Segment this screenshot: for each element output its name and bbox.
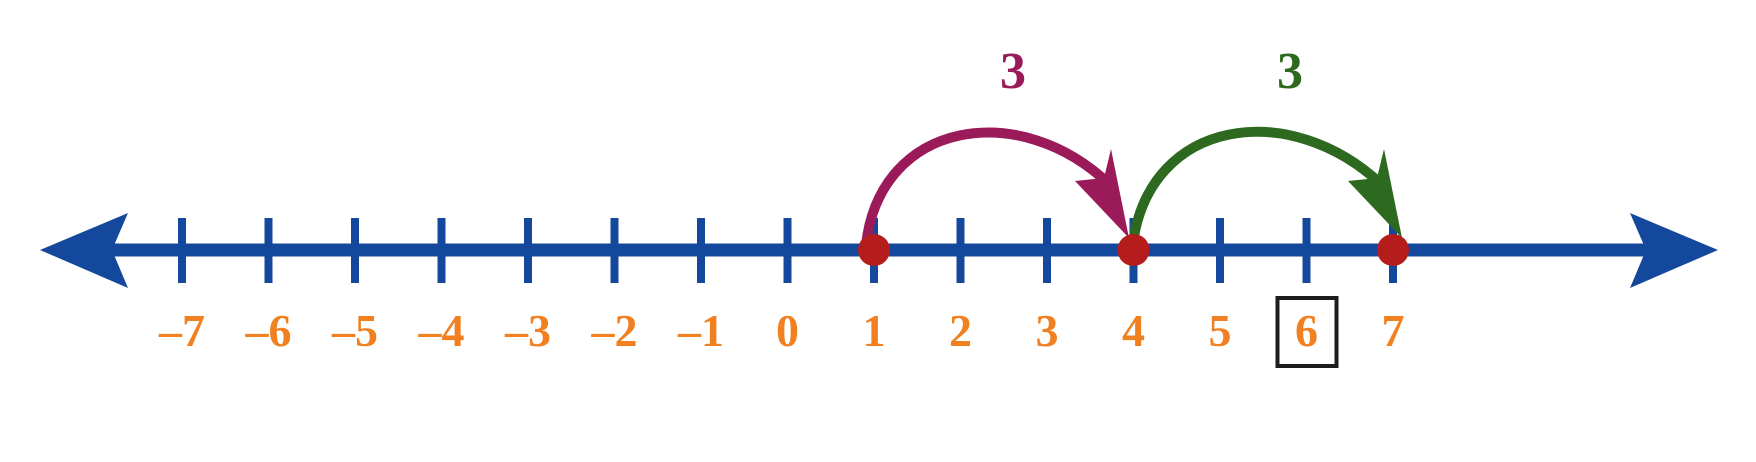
jump-arc-first bbox=[861, 127, 1115, 250]
tick-label-7: 7 bbox=[1381, 305, 1405, 356]
tick-label--2: –2 bbox=[591, 305, 638, 356]
tick-label-4: 4 bbox=[1122, 305, 1145, 356]
jump-arc-second bbox=[1128, 126, 1387, 248]
point-marker-0 bbox=[858, 234, 890, 266]
jump-label-first: 3 bbox=[1000, 43, 1026, 100]
jump-arrowhead-second-icon bbox=[1348, 149, 1402, 238]
tick-label--1: –1 bbox=[678, 305, 724, 356]
tick-label--5: –5 bbox=[332, 305, 378, 356]
jump-label-second: 3 bbox=[1277, 43, 1303, 100]
tick-label-1: 1 bbox=[862, 305, 886, 356]
tick-label-3: 3 bbox=[1035, 305, 1059, 356]
tick-label-0: 0 bbox=[776, 305, 799, 356]
point-marker-6 bbox=[1377, 234, 1409, 266]
tick-label-6-highlighted: 6 bbox=[1275, 296, 1338, 368]
tick-label-2: 2 bbox=[949, 305, 972, 356]
tick-label--4: –4 bbox=[418, 305, 465, 356]
tick-label--6: –6 bbox=[245, 305, 292, 356]
left-arrowhead-icon bbox=[40, 213, 128, 288]
jump-arrowhead-first-icon bbox=[1075, 149, 1129, 238]
right-arrowhead-icon bbox=[1630, 213, 1718, 288]
tick-label-5: 5 bbox=[1208, 305, 1232, 356]
tick-label--7: –7 bbox=[159, 305, 205, 356]
point-marker-3 bbox=[1117, 234, 1150, 266]
tick-label--3: –3 bbox=[505, 305, 551, 356]
